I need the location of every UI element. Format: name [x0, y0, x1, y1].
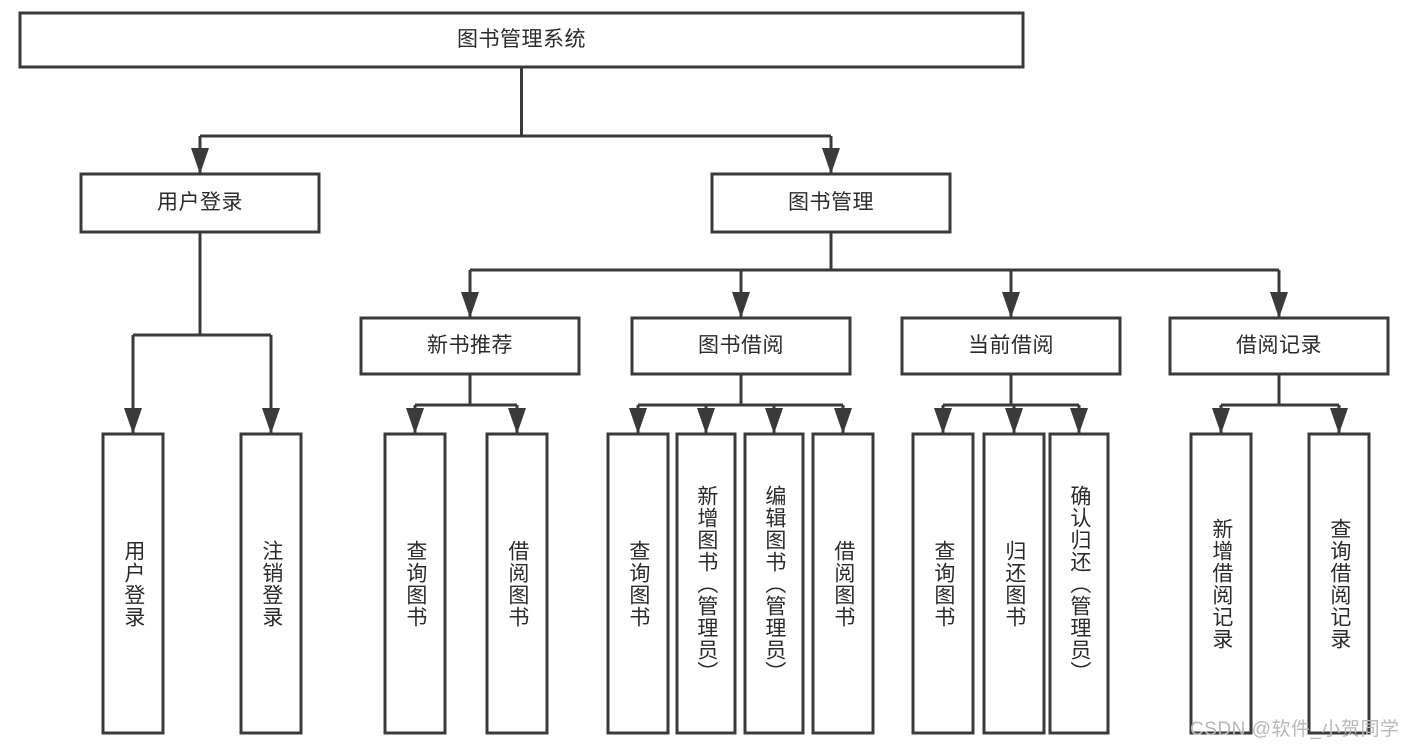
node-当前借阅-box[interactable]	[900, 316, 1122, 376]
node-确认归还管理员-box[interactable]	[1048, 432, 1110, 735]
node-图书管理-to-node-借阅记录-arrowhead	[1270, 292, 1288, 318]
node-查询图书-box[interactable]	[606, 432, 670, 735]
node-用户登录-box[interactable]	[101, 432, 165, 735]
node-借阅记录-to-node-查询借阅记录-arrowhead	[1330, 408, 1348, 434]
node-图书借阅-box[interactable]	[630, 316, 852, 376]
node-图书管理-to-node-当前借阅-arrowhead	[1002, 292, 1020, 318]
node-box-layer	[18, 11, 1390, 735]
node-查询借阅记录-box[interactable]	[1307, 432, 1371, 735]
node-注销登录-box[interactable]	[239, 432, 303, 735]
node-借阅记录-to-node-新增借阅记录-arrowhead	[1212, 408, 1230, 434]
node-图书管理系统-to-node-用户登录-arrowhead	[191, 148, 209, 174]
node-当前借阅-to-node-确认归还管理员-arrowhead	[1070, 408, 1088, 434]
node-图书管理系统-to-node-图书管理-arrowhead	[822, 148, 840, 174]
node-查询图书-box[interactable]	[911, 432, 975, 735]
node-新书推荐-box[interactable]	[359, 316, 581, 376]
node-图书借阅-to-node-借阅图书-arrowhead	[834, 408, 852, 434]
node-用户登录-to-node-用户登录-arrowhead	[124, 408, 142, 434]
node-归还图书-box[interactable]	[982, 432, 1046, 735]
node-当前借阅-to-node-查询图书-arrowhead	[934, 408, 952, 434]
node-新增图书管理员-box[interactable]	[675, 432, 737, 735]
node-新书推荐-to-node-借阅图书-arrowhead	[508, 408, 526, 434]
node-用户登录-to-node-注销登录-arrowhead	[262, 408, 280, 434]
node-借阅图书-box[interactable]	[811, 432, 875, 735]
node-图书管理-to-node-新书推荐-arrowhead	[461, 292, 479, 318]
node-用户登录-box[interactable]	[79, 172, 321, 234]
node-查询图书-box[interactable]	[383, 432, 447, 735]
node-新增借阅记录-box[interactable]	[1189, 432, 1253, 735]
node-图书借阅-to-node-新增图书管理员-arrowhead	[697, 408, 715, 434]
node-图书借阅-to-node-查询图书-arrowhead	[629, 408, 647, 434]
node-新书推荐-to-node-查询图书-arrowhead	[406, 408, 424, 434]
csdn-watermark: CSDN @软件_小贺同学	[1190, 719, 1400, 740]
node-编辑图书管理员-box[interactable]	[743, 432, 805, 735]
node-图书借阅-to-node-编辑图书管理员-arrowhead	[765, 408, 783, 434]
connector-layer	[124, 67, 1348, 434]
node-图书管理系统-box[interactable]	[18, 11, 1025, 69]
node-图书管理-box[interactable]	[710, 172, 952, 234]
node-借阅记录-box[interactable]	[1168, 316, 1390, 376]
node-借阅图书-box[interactable]	[485, 432, 549, 735]
node-当前借阅-to-node-归还图书-arrowhead	[1005, 408, 1023, 434]
node-图书管理-to-node-图书借阅-arrowhead	[732, 292, 750, 318]
